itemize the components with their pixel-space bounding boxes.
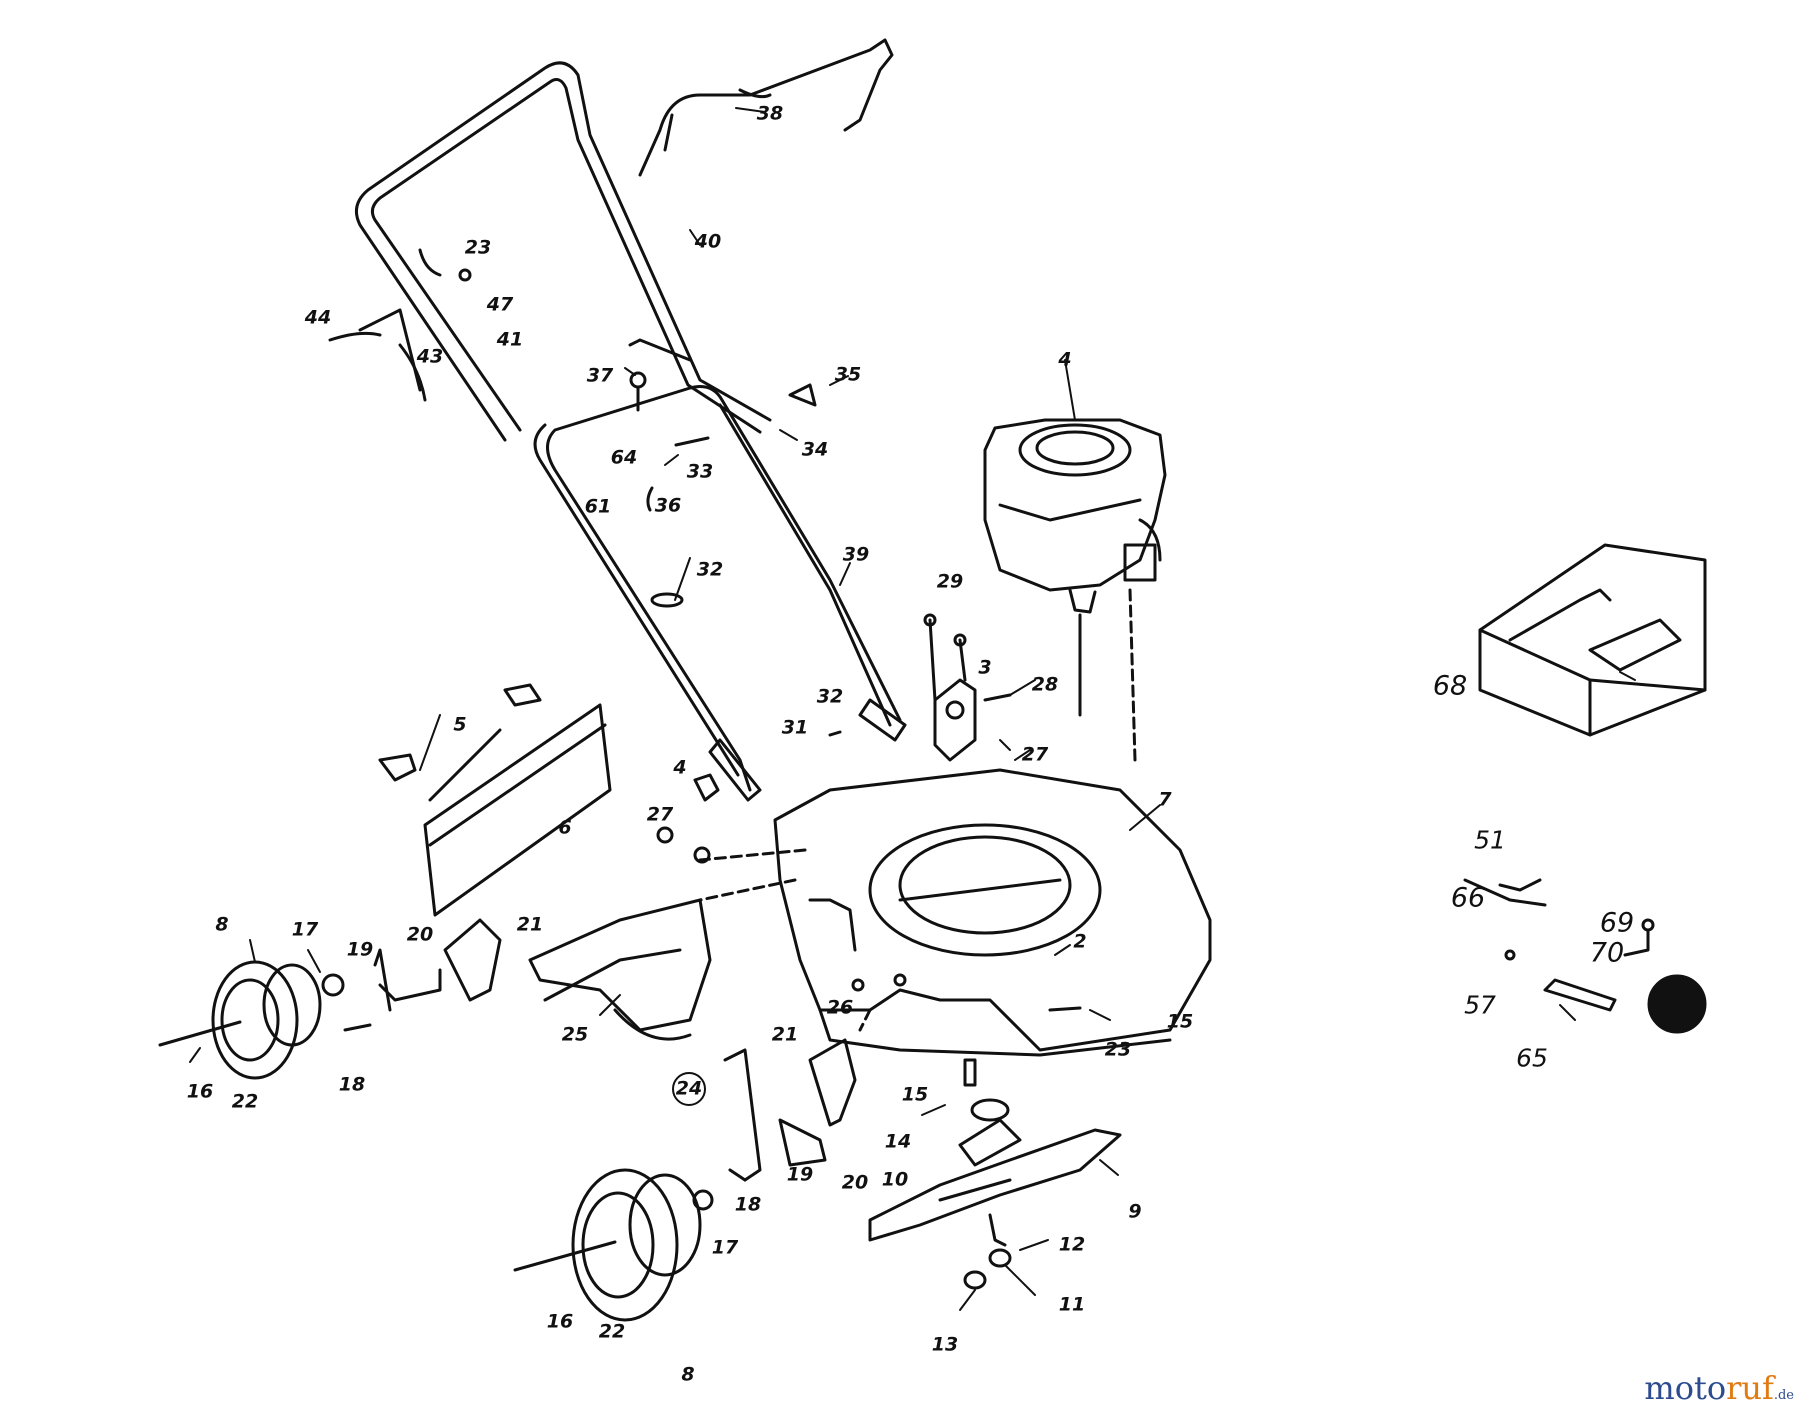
- part-label: 16: [186, 1080, 214, 1103]
- bracket-drawing: [923, 613, 1012, 762]
- part-label: 23: [464, 236, 492, 259]
- part-label: 3: [978, 656, 992, 679]
- part-label: 26: [826, 996, 854, 1019]
- black-dot-marker: [1647, 974, 1707, 1034]
- part-label: 22: [231, 1090, 259, 1113]
- part-label: 70: [1589, 937, 1625, 969]
- part-label: 51: [1474, 825, 1506, 855]
- left-wheel-drawing: [158, 918, 502, 1080]
- circled-part-marker: [672, 1072, 706, 1106]
- part-label: 24: [675, 1077, 703, 1100]
- control-lever-drawing: [328, 248, 472, 402]
- part-label: 2: [1073, 930, 1087, 953]
- lower-handle-drawing: [533, 385, 907, 802]
- part-label: 19: [786, 1163, 814, 1186]
- part-label: 11: [1058, 1293, 1086, 1316]
- part-label: 17: [711, 1236, 739, 1259]
- part-label: 19: [346, 938, 374, 961]
- part-label: 32: [696, 558, 724, 581]
- part-label: 34: [801, 438, 829, 461]
- part-label: 39: [842, 543, 870, 566]
- part-label: 32: [816, 685, 844, 708]
- part-label: 4: [1058, 348, 1072, 371]
- part-label: 65: [1516, 1043, 1548, 1073]
- part-label: 6: [558, 816, 572, 839]
- part-label: 69: [1599, 907, 1635, 939]
- part-label: 64: [610, 446, 638, 469]
- rear-flap-drawing: [378, 683, 612, 917]
- part-label: 10: [881, 1168, 909, 1191]
- part-label: 40: [694, 230, 722, 253]
- part-label: 44: [304, 306, 332, 329]
- small-parts-drawing: [1463, 878, 1655, 1012]
- part-label: 12: [1058, 1233, 1086, 1256]
- part-label: 36: [654, 494, 682, 517]
- part-label: 5: [453, 713, 467, 736]
- part-label: 22: [598, 1320, 626, 1343]
- part-label: 15: [901, 1083, 929, 1106]
- part-label: 14: [884, 1130, 912, 1153]
- part-label: 37: [586, 364, 614, 387]
- engine-drawing: [983, 418, 1167, 762]
- part-label: 20: [406, 923, 434, 946]
- part-label: 28: [1031, 673, 1059, 696]
- part-label: 17: [291, 918, 319, 941]
- part-label: 9: [1128, 1200, 1142, 1223]
- part-label: 27: [646, 803, 674, 826]
- rear-axle-drawing: [528, 773, 720, 1041]
- part-label: 29: [936, 570, 964, 593]
- watermark-logo: motoruf.de: [1644, 1369, 1794, 1407]
- throttle-cable-drawing: [638, 38, 894, 177]
- part-label: 18: [734, 1193, 762, 1216]
- deck-drawing: [698, 768, 1212, 1057]
- part-label: 8: [681, 1363, 695, 1386]
- upper-handle-drawing: [354, 61, 772, 442]
- part-label: 33: [686, 460, 714, 483]
- part-label: 47: [486, 293, 514, 316]
- part-label: 7: [1158, 788, 1172, 811]
- part-label: 43: [416, 345, 444, 368]
- part-label: 20: [841, 1171, 869, 1194]
- handle-hardware-drawing: [629, 371, 842, 737]
- part-label: 41: [496, 328, 524, 351]
- right-wheel-drawing: [513, 1038, 857, 1322]
- part-label: 66: [1450, 882, 1486, 914]
- part-label: 68: [1432, 670, 1468, 702]
- leader-lines: [189, 107, 1636, 1311]
- blade-drawing: [868, 1058, 1122, 1290]
- part-label: 21: [516, 913, 544, 936]
- part-label: 38: [756, 102, 784, 125]
- part-label: 15: [1166, 1010, 1194, 1033]
- part-label: 18: [338, 1073, 366, 1096]
- part-label: 57: [1464, 990, 1496, 1020]
- part-label: 4: [673, 756, 687, 779]
- part-label: 31: [781, 716, 809, 739]
- part-label: 61: [584, 495, 612, 518]
- part-label: 23: [1104, 1038, 1132, 1061]
- part-label: 13: [931, 1333, 959, 1356]
- part-label: 21: [771, 1023, 799, 1046]
- part-label: 8: [215, 913, 229, 936]
- part-label: 35: [834, 363, 862, 386]
- inset-box-drawing: [1478, 543, 1707, 737]
- part-label: 25: [561, 1023, 589, 1046]
- part-label: 16: [546, 1310, 574, 1333]
- part-label: 27: [1021, 743, 1049, 766]
